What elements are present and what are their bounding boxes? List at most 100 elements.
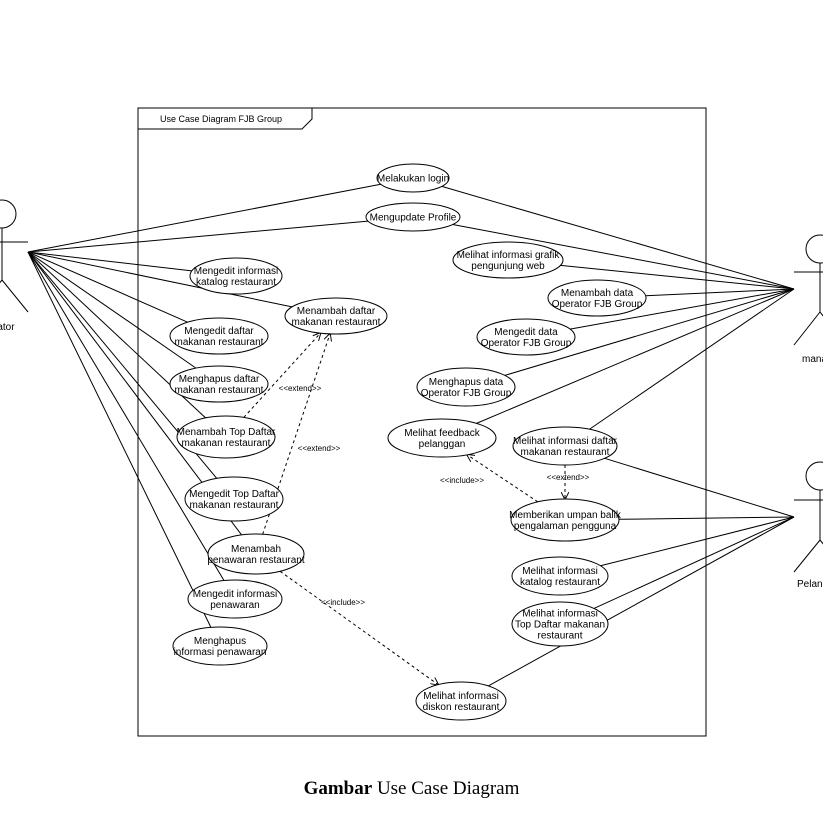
use-case-label: Mengedit informasi — [193, 589, 277, 600]
relationship-label: <<include>> — [321, 598, 365, 607]
use-case-ellipse — [452, 241, 564, 279]
relationship-label: <<extend>> — [547, 473, 590, 482]
use-case-label: makanan restaurant — [521, 447, 610, 458]
associations-layer — [27, 183, 795, 687]
use-case-label: Melihat informasi daftar — [513, 436, 618, 447]
use-case-label: informasi penawaran — [174, 647, 267, 658]
use-case-label: Mengedit informasi — [194, 266, 278, 277]
use-case-ellipse — [512, 426, 618, 466]
use-case-label: Operator FJB Group — [421, 388, 512, 399]
actor-operator-figure — [0, 199, 29, 313]
use-case-label: restaurant — [537, 631, 582, 642]
relationship-arrow — [279, 570, 438, 684]
association-line — [27, 251, 197, 369]
use-case-ellipse — [207, 533, 305, 575]
actor-manajer-figure — [793, 234, 823, 346]
use-case-label: Melihat informasi — [423, 691, 499, 702]
association-line — [27, 220, 369, 253]
use-case-label: Top Daftar makanan — [515, 620, 605, 631]
use-case-ellipse — [365, 202, 461, 232]
use-case-label: makanan restaurant — [292, 317, 381, 328]
actor-manajer-label: mana — [802, 354, 823, 365]
use-case-ellipse — [511, 556, 609, 596]
actor-operator-label: rator — [0, 322, 15, 333]
use-case-label: makanan restaurant — [182, 438, 271, 449]
use-case-label: Menambah Top Daftar — [177, 427, 276, 438]
use-case-label: makanan restaurant — [190, 500, 279, 511]
use-case-label: penawaran restaurant — [207, 555, 305, 566]
association-line — [441, 185, 795, 290]
association-line — [504, 288, 795, 376]
association-line — [27, 251, 293, 308]
association-line — [488, 516, 795, 687]
association-line — [600, 516, 795, 567]
use-case-ellipse — [169, 317, 269, 355]
actor-pelanggan-figure — [793, 461, 823, 573]
use-case-label: pengalaman pengguna — [514, 521, 617, 532]
use-case-login: Melakukan login — [376, 163, 450, 193]
association-line — [27, 251, 225, 581]
use-case-label: pengunjung web — [471, 261, 545, 272]
use-case-ellipse — [415, 681, 507, 721]
system-boundary: Use Case Diagram FJB Group — [137, 107, 707, 737]
use-case-ellipse — [510, 498, 620, 542]
association-line — [645, 288, 795, 297]
use-case-label: Melihat informasi grafik — [457, 250, 561, 261]
use-case-ellipse — [184, 476, 284, 522]
use-case-label: Menghapus data — [429, 377, 504, 388]
use-case-label: Operator FJB Group — [552, 299, 643, 310]
use-case-label: Mengedit daftar — [184, 326, 254, 337]
relationship-arrow — [467, 455, 539, 503]
use-case-label: Menambah daftar — [297, 306, 376, 317]
relationship-arrow — [243, 333, 321, 418]
use-case-label: makanan restaurant — [175, 337, 264, 348]
actor-manajer: mana — [793, 234, 823, 365]
use-case-ellipse — [511, 601, 609, 647]
association-line — [560, 264, 795, 290]
use-case-label: pelanggan — [419, 439, 466, 450]
association-line — [593, 516, 795, 609]
use-case-ellipse — [189, 257, 283, 295]
use-case-ellipse — [169, 365, 269, 403]
use-case-label: Melihat feedback — [404, 428, 481, 439]
use-case-label: katalog restaurant — [196, 277, 276, 288]
use-case-label: katalog restaurant — [520, 577, 600, 588]
use-case-label: diskon restaurant — [423, 702, 500, 713]
use-case-ellipse — [387, 418, 497, 458]
actor-operator: rator — [0, 199, 29, 333]
relationship-label: <<extend>> — [279, 384, 322, 393]
association-line — [27, 183, 381, 253]
use-case-ellipse — [284, 297, 388, 335]
use-case-ellipse — [416, 367, 516, 407]
use-case-label: Mengupdate Profile — [370, 213, 457, 224]
use-case-ellipse — [376, 163, 450, 193]
relationships-layer: <<extend>><<extend>><<include>><<extend>… — [243, 333, 590, 684]
use-case-label: Menambah data — [561, 288, 634, 299]
use-case-ellipse — [187, 579, 283, 619]
association-line — [476, 288, 795, 424]
system-boundary-title: Use Case Diagram FJB Group — [160, 114, 282, 124]
use-case-ellipse — [547, 279, 647, 317]
use-case-label: Melakukan login — [377, 174, 449, 185]
association-line — [27, 251, 212, 628]
association-line — [27, 251, 192, 272]
use-case-ellipse — [476, 318, 576, 356]
